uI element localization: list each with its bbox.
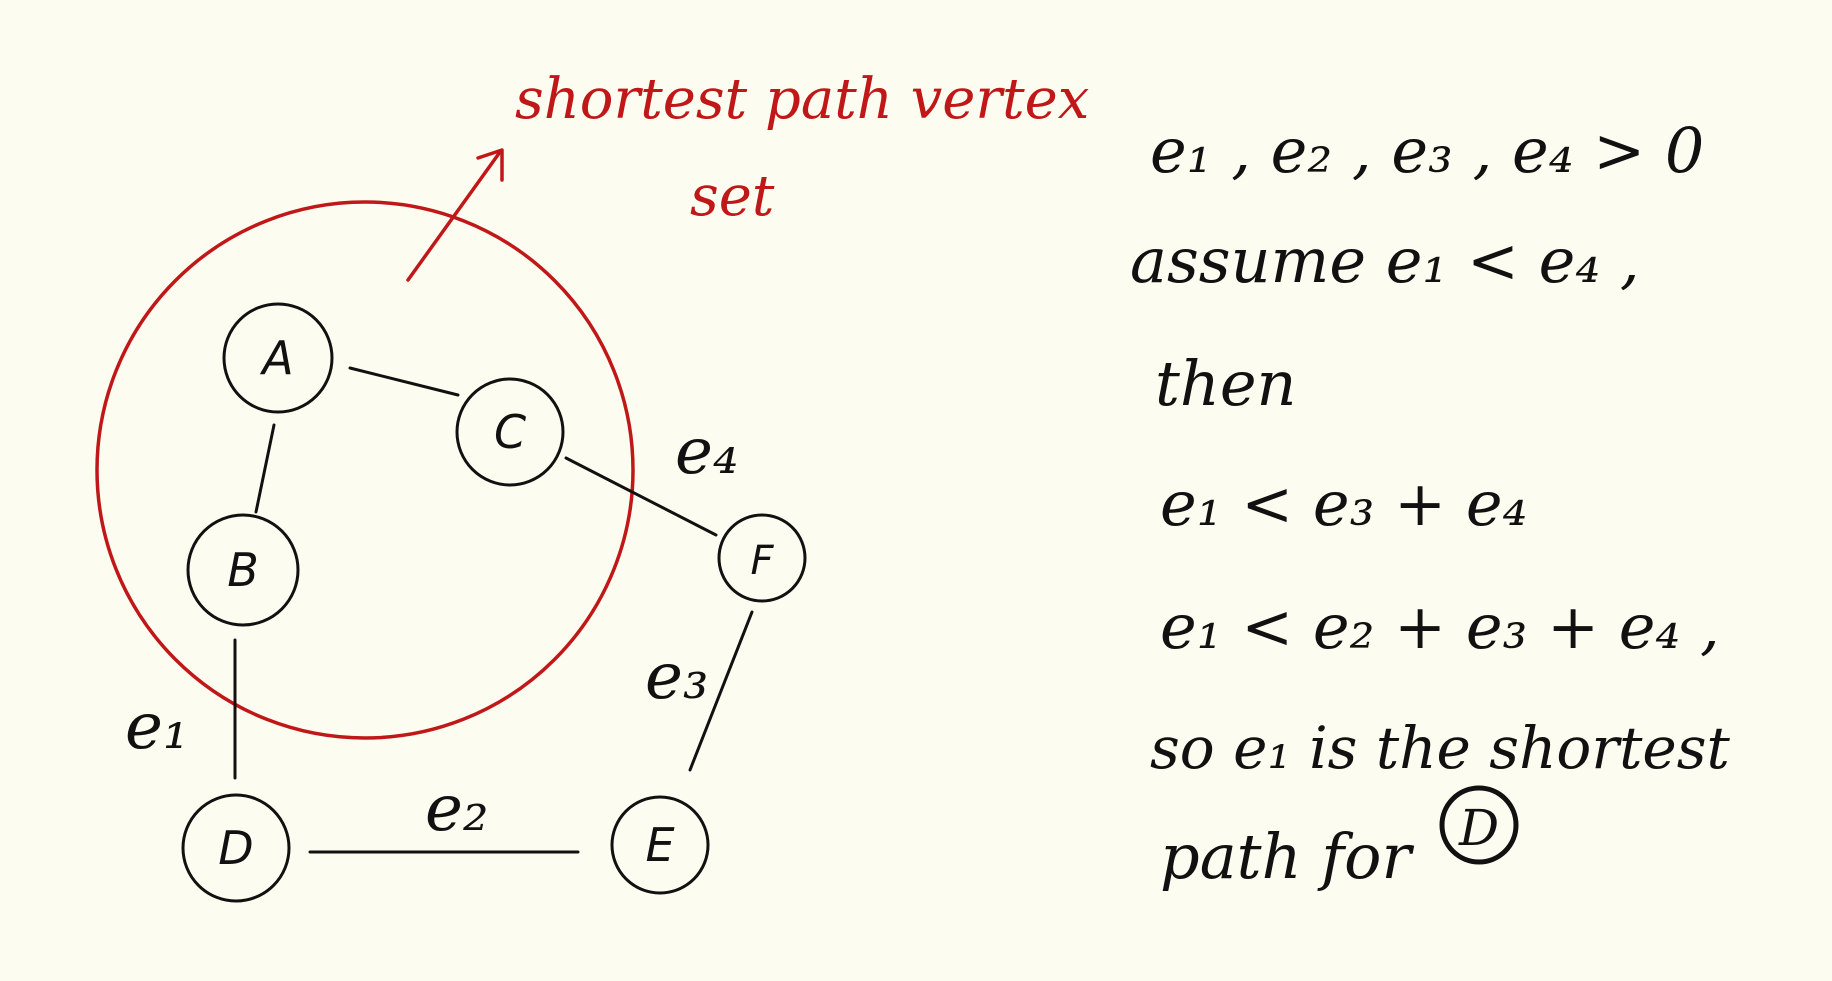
graph-edges	[233, 366, 754, 854]
graph-nodes: A C B F D E	[181, 302, 807, 903]
edge-f-e	[688, 610, 754, 772]
node-a: A	[222, 302, 334, 414]
edge-a-b	[254, 423, 276, 514]
edge-label-e2: e₂	[425, 772, 489, 846]
svg-text:D: D	[218, 821, 253, 875]
note-line-6: so e₁ is the shortest	[1150, 714, 1730, 782]
note-line-3: then	[1155, 347, 1296, 420]
svg-text:A: A	[259, 331, 293, 385]
circled-d-ring	[1439, 785, 1519, 865]
node-c: C	[455, 377, 565, 487]
circled-d-label: D	[1458, 799, 1499, 857]
annotation-line-1: shortest path vertex	[515, 67, 1089, 132]
note-line-7: path for	[1160, 820, 1414, 893]
node-d: D	[181, 793, 291, 903]
edge-label-e4: e₄	[675, 415, 739, 489]
svg-text:F: F	[750, 538, 774, 584]
annotation-line-2: set	[690, 164, 775, 229]
note-line-2: assume e₁ < e₄ ,	[1130, 224, 1640, 297]
node-f: F	[717, 513, 807, 603]
svg-text:E: E	[645, 818, 674, 872]
svg-text:B: B	[227, 543, 259, 597]
edge-label-e1: e₁	[125, 690, 189, 764]
note-line-1: e₁ , e₂ , e₃ , e₄ > 0	[1150, 114, 1704, 187]
svg-text:C: C	[494, 405, 526, 459]
annotation-arrow	[406, 148, 504, 282]
edge-c-f	[564, 456, 718, 537]
notes: e₁ , e₂ , e₃ , e₄ > 0 assume e₁ < e₄ , t…	[1130, 114, 1730, 893]
edge-a-c	[348, 366, 460, 397]
node-e: E	[610, 795, 710, 895]
shortest-path-set-circle	[95, 200, 635, 740]
edge-label-e3: e₃	[645, 640, 709, 714]
note-line-4: e₁ < e₃ + e₄	[1160, 467, 1527, 540]
note-line-5: e₁ < e₂ + e₃ + e₄ ,	[1160, 590, 1720, 663]
node-b: B	[186, 513, 300, 627]
